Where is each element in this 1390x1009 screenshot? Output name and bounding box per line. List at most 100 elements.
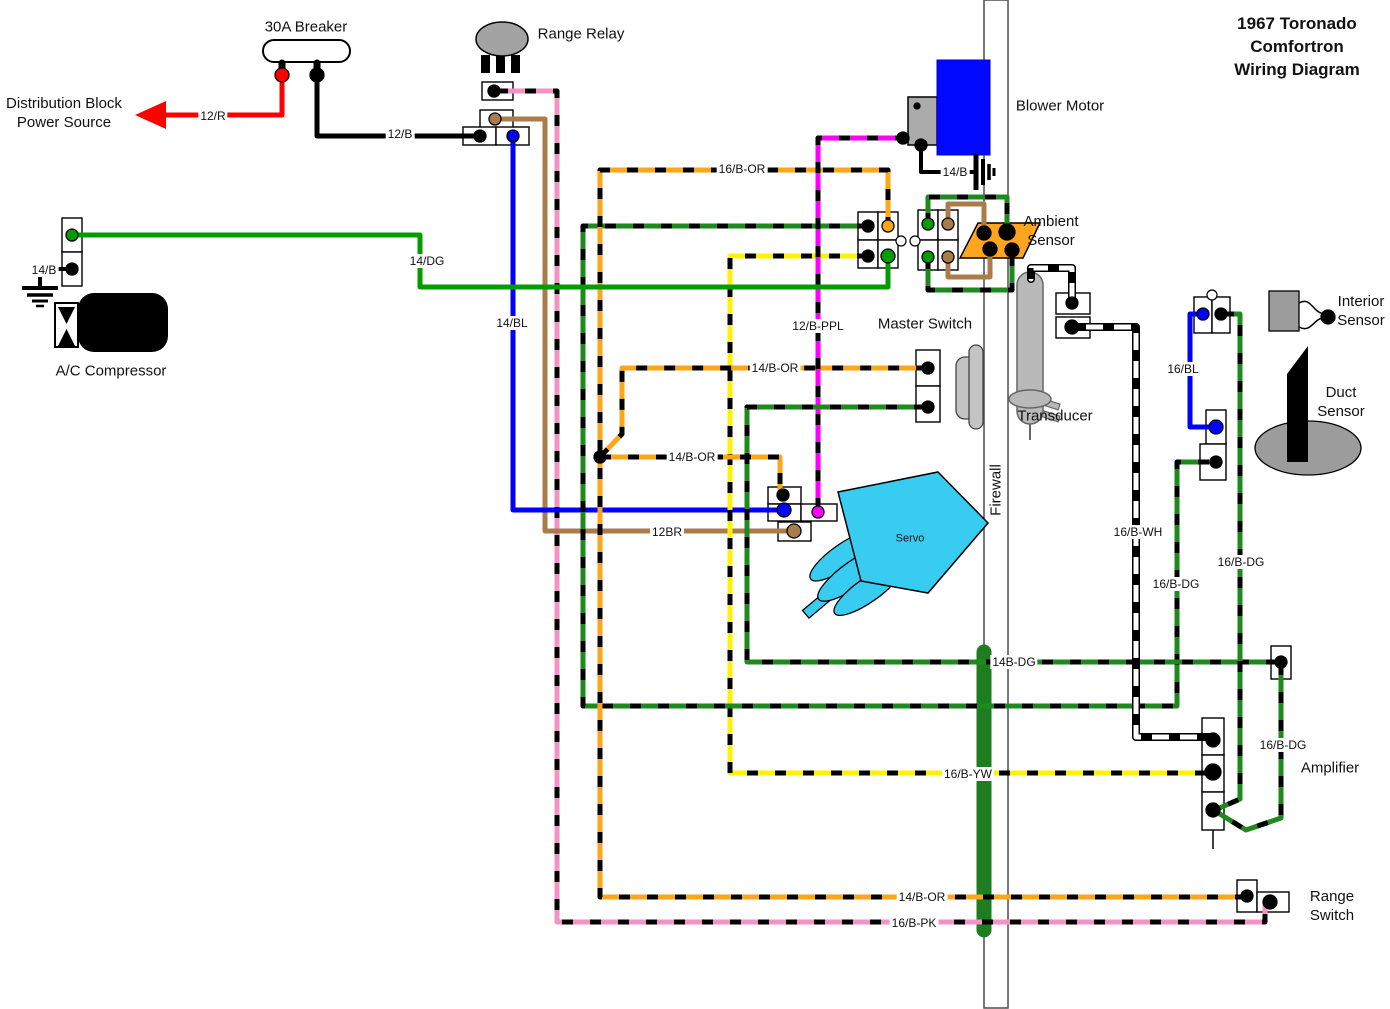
wire-label: 14/B-OR [749, 361, 801, 375]
wire-label: 14/B [29, 263, 59, 277]
connector-dot [921, 361, 935, 375]
wire-14BDG [744, 404, 1282, 665]
connector-dot [896, 131, 910, 145]
connector-dot [998, 223, 1016, 241]
connector-dot [1064, 319, 1080, 335]
interior-sensor-label: Interior Sensor [1337, 293, 1385, 329]
connector-dot [65, 262, 79, 276]
connector-dot [1004, 242, 1020, 258]
connector-dot [776, 488, 790, 502]
connector-dot [65, 228, 79, 242]
wire-14BL [510, 136, 785, 513]
connector-dot [786, 523, 802, 539]
connector-dot [1209, 455, 1223, 469]
connector-dot [309, 67, 325, 83]
wire-label: 16/BL [1165, 362, 1201, 376]
ambient-loop-green-bottom [925, 248, 1015, 293]
distribution-block-label: Distribution Block Power Source [6, 95, 122, 131]
connector-dot [914, 138, 928, 152]
wire-14BOR-main [597, 167, 1247, 900]
connector-dot [1214, 307, 1228, 321]
title-line-3: Wiring Diagram [1234, 60, 1360, 79]
servo-shape [801, 471, 990, 620]
wire-label: 12/R [198, 109, 228, 123]
wire-transducer-connector [1027, 264, 1076, 305]
compressor-ground-symbol [22, 286, 58, 308]
wire-12BPPL [815, 135, 909, 512]
connector-dot [982, 241, 998, 257]
connector-dot [921, 217, 935, 231]
connector-dot [473, 129, 487, 143]
connector-dot [1205, 802, 1221, 818]
connector-dot [941, 217, 955, 231]
title-line-2: Comfortron [1250, 37, 1344, 56]
wire-label: 14/B-OR [666, 450, 718, 464]
wire-label: 16/B-YW [941, 767, 995, 781]
wire-label: 16/B-DG [1257, 738, 1309, 752]
diagram-title: 1967 Toronado Comfortron Wiring Diagram [1234, 12, 1359, 81]
connector-dot [811, 505, 825, 519]
range-relay-label: Range Relay [537, 25, 625, 43]
wire-14BOR-servo [597, 454, 783, 495]
range-switch-label: Range Switch [1309, 888, 1355, 924]
connector-dot [921, 250, 935, 264]
title-line-1: 1967 Toronado [1237, 14, 1357, 33]
ambient-loop-brown-top [945, 201, 987, 233]
connector-dot [1320, 309, 1336, 325]
wire-label: 14/B [940, 165, 970, 179]
wire-label: 14/BL [494, 316, 530, 330]
connector-dot [881, 219, 895, 233]
wire-label: 16/B-WH [1111, 525, 1165, 539]
connector-dots [65, 67, 1336, 910]
wire-label: 16/B-OR [716, 162, 768, 176]
wire-label: 14/DG [407, 254, 447, 268]
ambient-loop-green-top [925, 194, 1010, 233]
wire-label: 12BR [649, 525, 685, 539]
ambient-loop-brown-bottom [945, 248, 993, 280]
ambient-sensor-label: Ambient Sensor [1023, 213, 1079, 249]
connector-dot [1204, 763, 1222, 781]
wire-label: 16/B-PK [889, 916, 939, 930]
wire-label: 16/B-DG [1150, 577, 1202, 591]
connector-dot [274, 67, 290, 83]
firewall-label: Firewall [987, 464, 1005, 516]
connector-dot [976, 225, 992, 241]
ac-compressor-label: A/C Compressor [55, 362, 167, 380]
transducer-shape [1008, 271, 1061, 440]
connector-dot [1065, 296, 1079, 310]
wire-label: 16/B-DG [1215, 555, 1267, 569]
interior-sensor-icon [1268, 290, 1327, 332]
amplifier-label: Amplifier [1300, 759, 1360, 777]
wire-16BDG-duct [580, 223, 1216, 709]
breaker-label: 30A Breaker [264, 18, 348, 36]
wire-label: 12/B-PPL [790, 319, 846, 333]
blower-motor-shape [907, 59, 991, 156]
breaker-shape [262, 39, 351, 63]
connector-dot [941, 250, 955, 264]
connector-dot [1240, 889, 1254, 903]
power-source-arrow [135, 101, 166, 129]
connector-dot [593, 450, 607, 464]
wires [38, 59, 1284, 925]
transducer-label: Transducer [1017, 407, 1093, 425]
connector-dot [1205, 732, 1221, 748]
wire-14DG [71, 232, 891, 290]
duct-sensor-icon [1254, 346, 1362, 476]
connector-dot [488, 112, 502, 126]
range-relay-shape [475, 21, 529, 73]
servo-label: Servo [895, 532, 925, 545]
connector-dot [776, 502, 792, 518]
connector-boxes [61, 81, 1292, 913]
duct-sensor-label: Duct Sensor [1317, 384, 1365, 420]
connector-dot [880, 248, 896, 264]
connector-dot [1196, 307, 1210, 321]
connector-dot [913, 102, 921, 110]
connector-dot [506, 129, 520, 143]
connector-dot [487, 84, 501, 98]
master-switch-label: Master Switch [877, 315, 973, 333]
wire-label: 14B-DG [990, 655, 1038, 669]
ac-compressor-shape [54, 293, 168, 352]
connector-dot [1208, 419, 1224, 435]
